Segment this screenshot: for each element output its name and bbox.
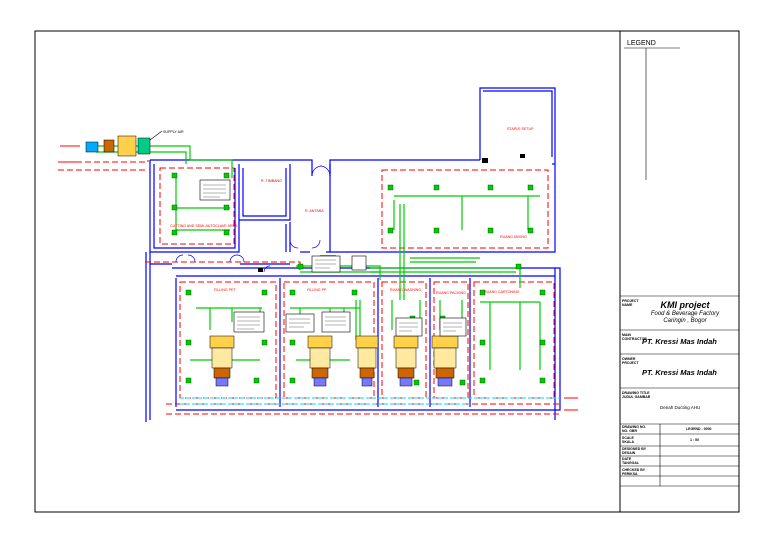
drawing-title: Denah Ducting AHU <box>660 405 701 410</box>
room-label-r-timbang: R. TIMBANG <box>261 179 282 183</box>
scale-value: 1 : 50 <box>690 438 699 442</box>
checked-by-caption: CHECKED BY PERIKSA <box>622 468 646 476</box>
project-line-2: Caringin , Bogor <box>663 318 707 324</box>
ahu-unit-1 <box>209 335 235 387</box>
project-name: KMI project <box>660 300 710 310</box>
scale-caption: SCALE SKALA <box>622 436 635 444</box>
ahu-intake <box>85 135 151 157</box>
room-label-ruang-packing: RUANG PACKING <box>436 291 466 295</box>
room-labels: STAPLE SETUP R. TIMBANG R. ANTARA CUTTIN… <box>163 127 534 295</box>
exhaust-ducts <box>180 397 560 405</box>
drawing-no-caption: DRAWING NO. NO. GBR <box>622 425 647 433</box>
drawing-title-caption: DRAWING TITLE JUDUL GAMBAR <box>622 391 651 399</box>
project-line-1: Food & Beverage Factory <box>650 311 720 317</box>
room-label-filling-pp: FILLING PP <box>307 288 327 292</box>
room-label-ruang-mixing: RUANG MIXING <box>500 235 527 239</box>
ahu-units <box>85 135 459 387</box>
supply-tag-label: SUPPLY AIR <box>163 130 184 134</box>
room-label-staple-setup: STAPLE SETUP <box>507 127 534 131</box>
floor-plan: STAPLE SETUP R. TIMBANG R. ANTARA CUTTIN… <box>58 87 578 422</box>
legend-title: LEGEND <box>627 40 656 47</box>
room-label-r-antara: R. ANTARA <box>305 209 324 213</box>
drawing-no-value: LEGEND - 0000 <box>686 427 712 431</box>
walls <box>145 87 561 422</box>
date-caption: DATE TANGGAL <box>622 457 640 465</box>
ahu-unit-3 <box>355 335 379 387</box>
ahu-unit-4 <box>393 335 419 387</box>
owner-name: PT. Kressi Mas Indah <box>642 368 717 377</box>
diffusers <box>171 172 546 386</box>
room-label-ruang-washing: RUANG WASHING <box>390 288 421 292</box>
room-label-ruang-cartoning: RUANG CARTONING <box>484 290 520 294</box>
owner-caption: OWNER PROJECT <box>622 357 639 365</box>
room-label-cutting: CUTTING AND SEMI-AUTOCLAVE AREA <box>170 224 238 228</box>
ahu-unit-2 <box>307 335 333 387</box>
room-label-filling-pet: FILLING PET <box>214 288 236 292</box>
designed-by-caption: DESIGNED BY DESAIN <box>622 447 647 455</box>
ahu-unit-5 <box>431 335 459 387</box>
contractor-caption: MAIN CONTRACTOR <box>622 333 647 341</box>
duct-tags <box>60 130 578 411</box>
schedule-box-lines <box>203 184 462 332</box>
contractor-name: PT. Kressi Mas Indah <box>642 337 717 346</box>
title-block-grid <box>620 47 739 487</box>
project-caption: PROJECT NAME <box>622 299 639 307</box>
